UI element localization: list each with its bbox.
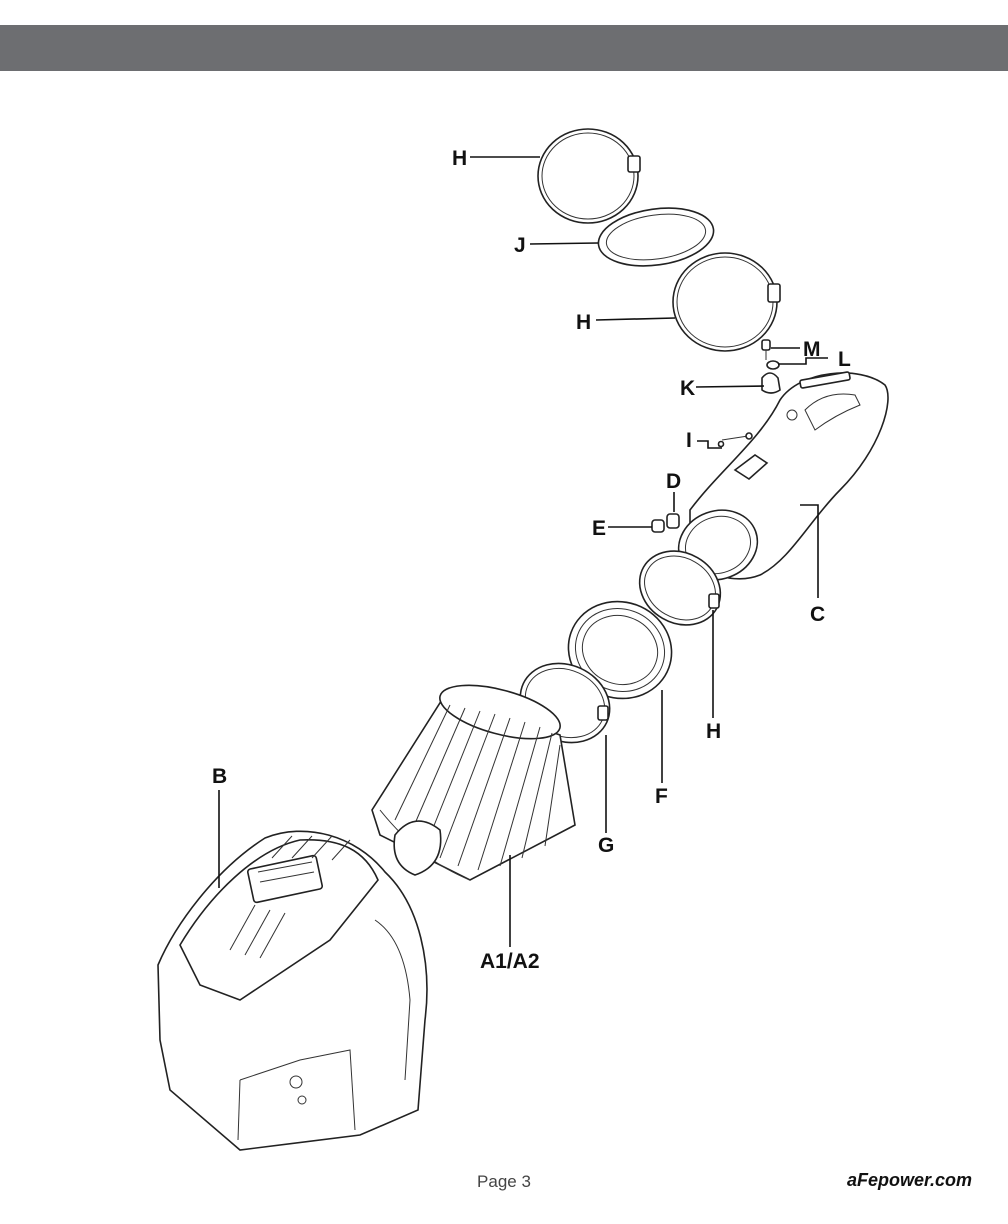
callout-c: C bbox=[810, 603, 825, 626]
callout-labels: H J H M L K I D E C H F G B A1/A2 bbox=[212, 147, 851, 973]
part-c-intake-tube bbox=[677, 371, 889, 581]
callout-h-low: H bbox=[706, 720, 721, 743]
part-j-ring bbox=[597, 207, 715, 267]
part-h-mid-clamp bbox=[672, 252, 781, 352]
callout-b: B bbox=[212, 765, 227, 788]
part-a1a2-filter bbox=[371, 684, 576, 881]
callout-g: G bbox=[598, 834, 614, 857]
leader-lines bbox=[218, 156, 828, 947]
part-d-grommet bbox=[666, 513, 680, 529]
part-l-washer bbox=[766, 360, 780, 370]
page-number: Page 3 bbox=[477, 1172, 531, 1191]
part-i-screw bbox=[717, 432, 753, 448]
callout-a1a2: A1/A2 bbox=[480, 950, 540, 973]
callout-f: F bbox=[655, 785, 668, 808]
callout-j: J bbox=[514, 234, 526, 257]
header-bar bbox=[0, 25, 1008, 71]
callout-k: K bbox=[680, 377, 695, 400]
part-e-plug bbox=[651, 519, 665, 533]
part-h-low-clamp bbox=[638, 550, 722, 626]
callout-h-top: H bbox=[452, 147, 467, 170]
callout-i: I bbox=[686, 429, 692, 452]
filter-pleats bbox=[394, 704, 561, 871]
part-b-airbox bbox=[157, 830, 428, 1151]
website-link[interactable]: aFepower.com bbox=[846, 1170, 972, 1190]
airbox-ribs bbox=[229, 835, 351, 959]
part-k-clip bbox=[761, 372, 781, 394]
callout-m: M bbox=[803, 338, 821, 361]
callout-d: D bbox=[666, 470, 681, 493]
callout-l: L bbox=[838, 348, 851, 371]
part-h-top-clamp bbox=[537, 128, 641, 224]
callout-h-mid: H bbox=[576, 311, 591, 334]
callout-e: E bbox=[592, 517, 606, 540]
part-m-bolt bbox=[761, 339, 771, 360]
